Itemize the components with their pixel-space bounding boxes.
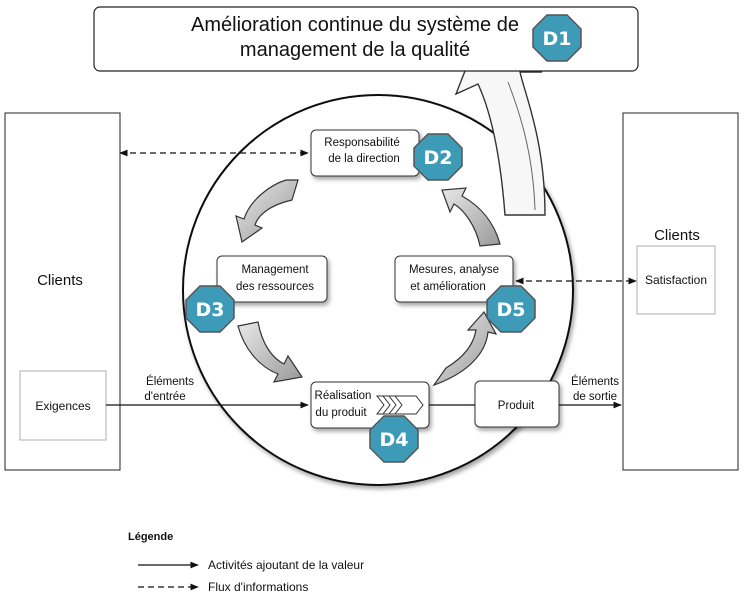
output-label-line-1: Éléments [571, 375, 619, 388]
title-line-2: management de la qualité [240, 39, 470, 61]
badge-d2-label: D2 [424, 147, 453, 169]
box-produit [474, 380, 560, 428]
badge-d4: D4 [369, 415, 419, 463]
badge-d5: D5 [486, 285, 536, 333]
badge-d3: D3 [185, 285, 235, 333]
satisfaction-box [636, 245, 716, 315]
cycle-arrow-bottom-right [432, 310, 498, 387]
title-box [93, 6, 639, 72]
badge-d4-label: D4 [380, 429, 409, 451]
improvement-arrow-inner [507, 81, 536, 211]
management-line-1: Management [241, 264, 309, 276]
realisation-line-1: Réalisation [315, 390, 372, 402]
requirements-label: Exigences [35, 399, 90, 413]
responsabilite-line-2: de la direction [328, 153, 400, 165]
management-line-2: des ressources [236, 281, 314, 293]
box-management [216, 255, 328, 303]
badge-d1: D1 [532, 14, 582, 62]
cycle-arrow-bottom-left [237, 321, 304, 383]
produit-label: Produit [498, 400, 535, 412]
mesures-line-1: Mesures, analyse [409, 264, 499, 276]
badge-d1-label: D1 [543, 28, 572, 50]
input-label-line-1: Éléments [146, 375, 194, 388]
badge-d5-label: D5 [497, 299, 526, 321]
responsabilite-line-1: Responsabilité [324, 137, 399, 149]
legend-dashed-label: Flux d'informations [208, 580, 308, 594]
title-line-1: Amélioration continue du système de [191, 14, 519, 36]
requirements-box [19, 370, 107, 441]
chevron-stack-icon [375, 395, 424, 415]
cycle-arrow-top-right [441, 187, 501, 247]
badge-d2: D2 [413, 133, 463, 181]
badge-d3-label: D3 [196, 299, 225, 321]
right-clients-label: Clients [654, 227, 700, 244]
realisation-line-2: du produit [315, 407, 367, 419]
legend-title: Légende [128, 531, 173, 543]
output-label-line-2: de sortie [573, 391, 617, 403]
mesures-line-2: et amélioration [410, 281, 485, 293]
input-label-line-2: d'entrée [144, 391, 185, 403]
legend-solid-label: Activités ajoutant de la valeur [208, 558, 364, 572]
cycle-arrow-top-left [235, 179, 299, 244]
satisfaction-label: Satisfaction [645, 273, 707, 287]
left-clients-label: Clients [37, 272, 83, 289]
box-mesures [394, 255, 514, 303]
